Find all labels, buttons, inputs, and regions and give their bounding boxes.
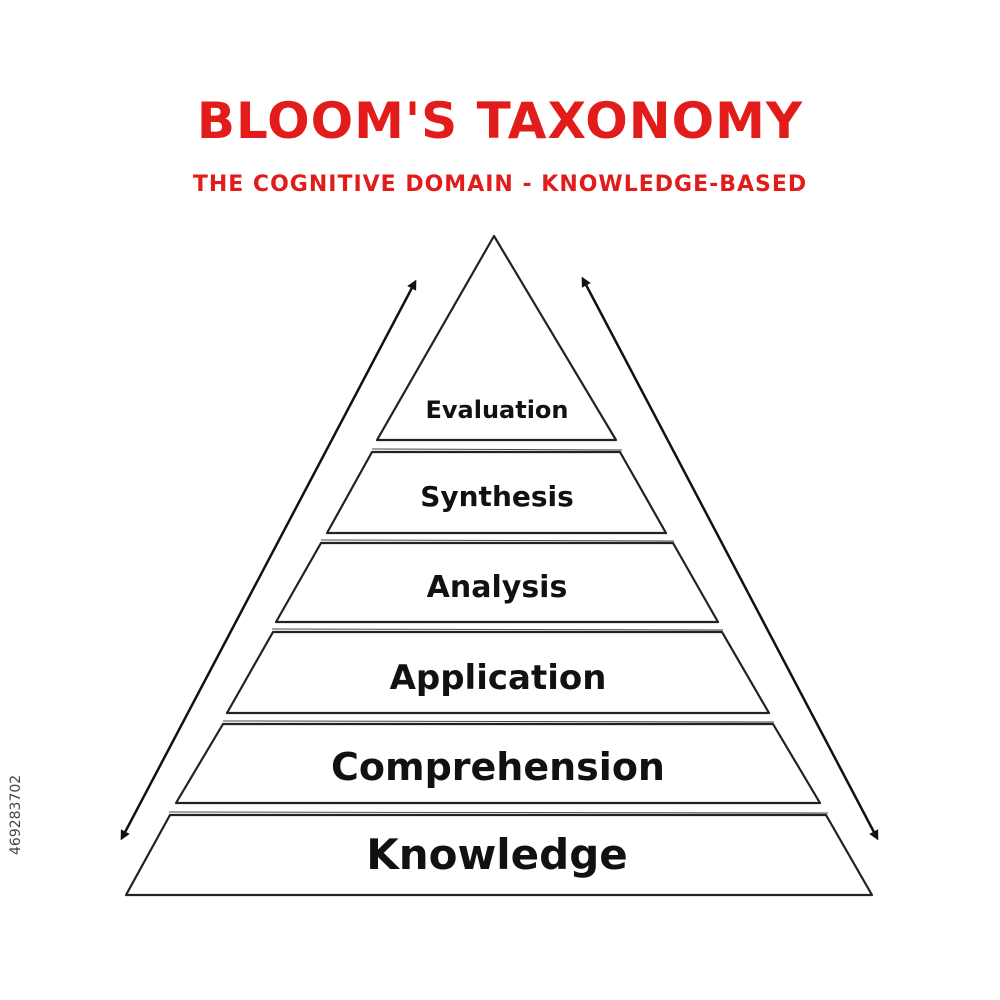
pyramid-apex (375, 234, 618, 442)
level-label-evaluation: Evaluation (425, 396, 568, 424)
level-label-analysis: Analysis (427, 570, 568, 605)
level-label-application: Application (390, 658, 607, 698)
stock-watermark-id: 469283702 (8, 774, 24, 856)
level-label-synthesis: Synthesis (420, 480, 574, 513)
level-label-comprehension: Comprehension (331, 745, 665, 789)
right-double-arrow (581, 276, 879, 841)
diagram-title: BLOOM'S TAXONOMY (196, 92, 804, 150)
diagram-subtitle: THE COGNITIVE DOMAIN - KNOWLEDGE-BASED (192, 172, 808, 197)
left-double-arrow (120, 279, 417, 841)
level-label-knowledge: Knowledge (366, 830, 628, 879)
